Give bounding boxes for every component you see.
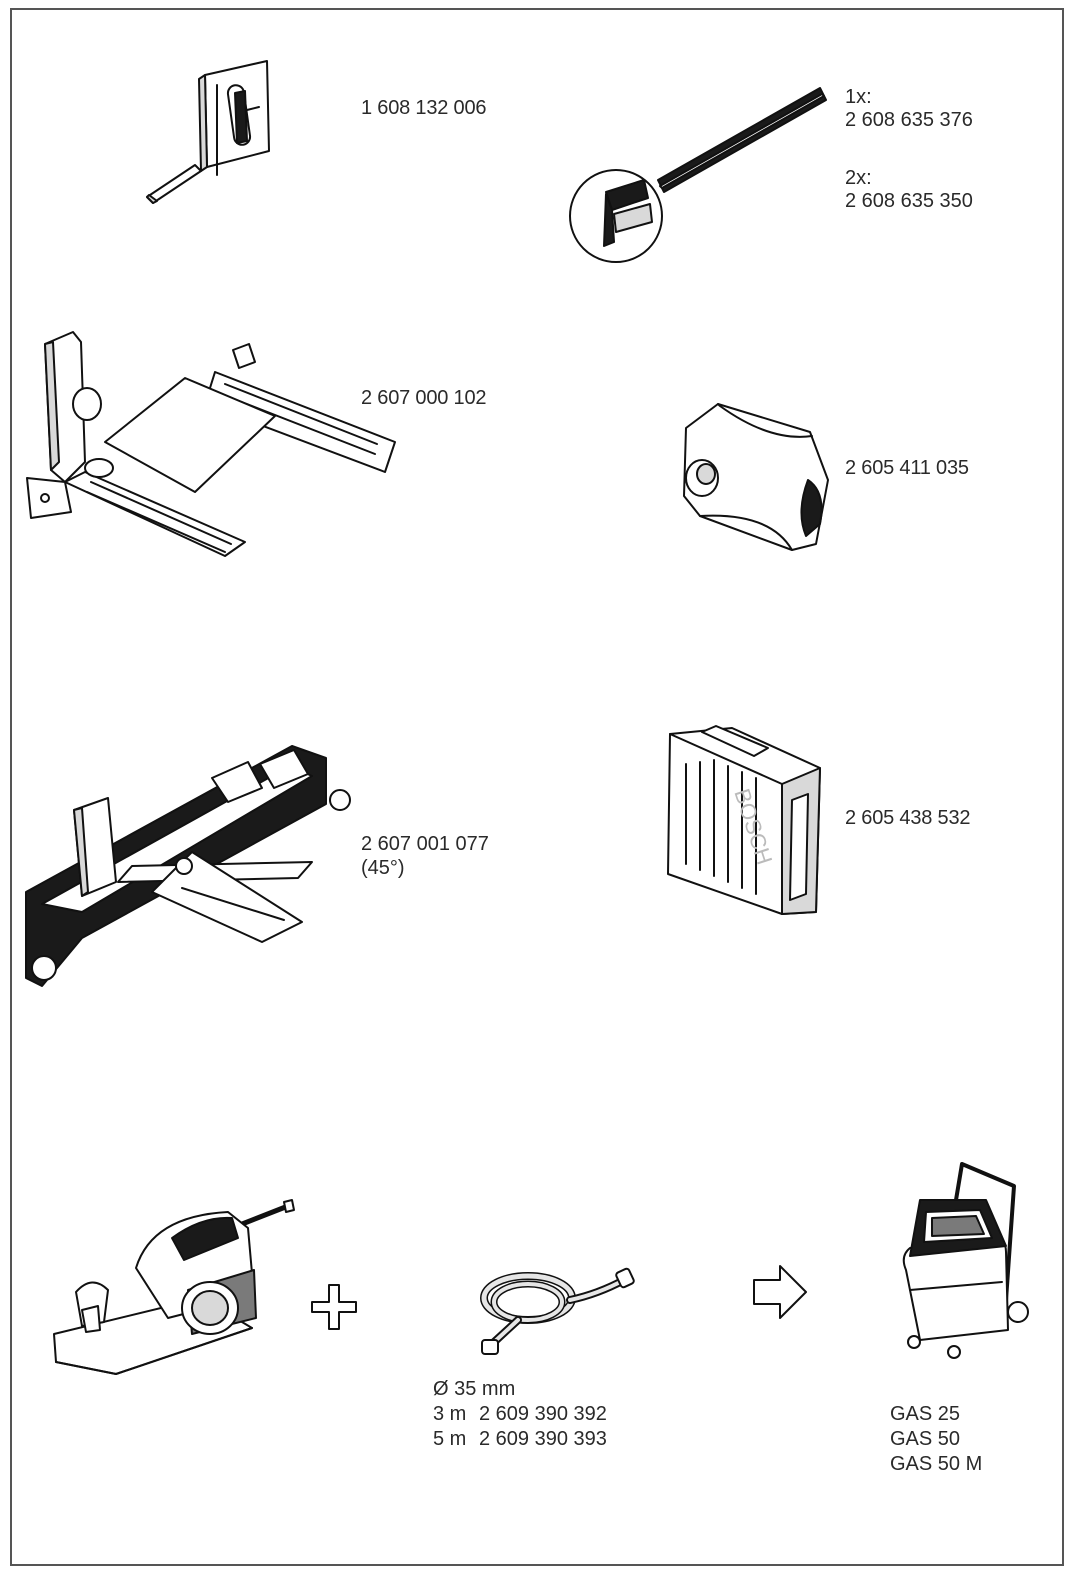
blade-part-numbers: 1x: 2 608 635 376 2x: 2 608 635 350 (845, 86, 973, 213)
hose-length: 3 m (433, 1403, 467, 1425)
blade-qty-2: 2x: (845, 167, 872, 189)
vacuum-cleaner-icon (902, 1162, 1029, 1359)
part-number-label: 2 607 001 077 (361, 833, 489, 855)
carrying-case-icon: BOSCH (667, 725, 821, 915)
hose-diameter: Ø 35 mm (433, 1378, 516, 1400)
parallel-guide-icon (26, 331, 396, 557)
planer-icon (53, 1199, 295, 1375)
hose-length: 5 m (433, 1428, 467, 1450)
vacuum-model: GAS 50 M (890, 1453, 983, 1475)
dust-bag-icon (683, 403, 829, 551)
part-number-label: 2 605 438 532 (845, 807, 971, 829)
blade-number-2: 2 608 635 350 (845, 190, 973, 212)
vacuum-model: GAS 25 (890, 1403, 961, 1425)
hose-icon (480, 1267, 635, 1355)
planer-blade-icon (569, 87, 827, 263)
arrow-right-icon (753, 1265, 807, 1319)
bevel-fence-icon (25, 745, 351, 987)
part-number-label: 1 608 132 006 (361, 97, 487, 119)
angle-note: (45°) (361, 857, 405, 879)
part-number-label: 2 605 411 035 (845, 457, 969, 479)
hose-row-3m: 3 m 2 609 390 392 (433, 1402, 607, 1427)
page-frame (10, 8, 1064, 1566)
vacuum-model: GAS 50 (890, 1428, 961, 1450)
hose-row-5m: 5 m 2 609 390 393 (433, 1427, 607, 1452)
blade-qty-1: 1x: (845, 86, 872, 108)
hose-part-number: 2 609 390 392 (479, 1403, 607, 1425)
part-number-label: 2 607 000 102 (361, 387, 487, 409)
blade-number-1: 2 608 635 376 (845, 109, 973, 131)
hose-part-number: 2 609 390 393 (479, 1428, 607, 1450)
bevel-fence-label: 2 607 001 077 (45°) (361, 832, 489, 880)
guide-holder-icon (146, 60, 270, 204)
plus-icon (311, 1284, 357, 1330)
hose-info: Ø 35 mm 3 m 2 609 390 392 5 m 2 609 390 39… (433, 1377, 607, 1452)
vacuum-models: GAS 25 GAS 50 GAS 50 M (890, 1402, 982, 1477)
